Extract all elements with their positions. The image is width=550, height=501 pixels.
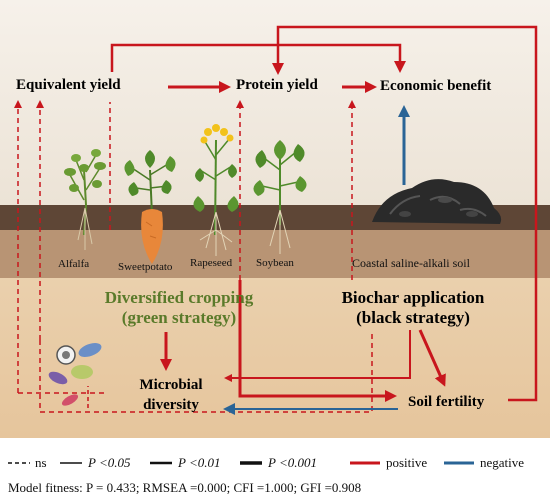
sweetpotato-plant bbox=[124, 150, 176, 264]
crop-label-soybean: Soybean bbox=[256, 257, 294, 269]
rapeseed-plant bbox=[193, 124, 239, 256]
microbial-diversity-label: Microbial diversity bbox=[126, 375, 216, 415]
economic-benefit-label: Economic benefit bbox=[380, 78, 492, 94]
biochar-application-label: Biochar application (black strategy) bbox=[328, 288, 498, 328]
microbe-illustration bbox=[48, 343, 102, 406]
sky-background bbox=[0, 0, 550, 205]
equivalent-yield-label: Equivalent yield bbox=[16, 77, 121, 93]
legend-p05-label: P <0.05 bbox=[88, 455, 131, 470]
arrow-equivalent-to-economic bbox=[110, 43, 406, 73]
diversified-line-1: Diversified cropping bbox=[104, 288, 254, 307]
protein-yield-label: Protein yield bbox=[236, 77, 318, 93]
arrow-biochar-to-soil bbox=[418, 329, 446, 387]
soybean-plant bbox=[253, 140, 307, 254]
legend-p001-label: P <0.001 bbox=[268, 455, 317, 470]
biochar-pile bbox=[372, 179, 502, 224]
arrow-soil-to-protein bbox=[272, 25, 538, 402]
diversified-line-2: (green strategy) bbox=[121, 308, 237, 327]
subsoil-layer bbox=[0, 230, 550, 278]
legend-positive-label: positive bbox=[386, 455, 428, 470]
model-fitness-text: Model fitness: P = 0.433; RMSEA =0.000; … bbox=[8, 480, 362, 495]
arrow-diversified-to-soil bbox=[238, 280, 397, 402]
legend-negative-label: negative bbox=[480, 455, 525, 470]
biochar-line-1: Biochar application bbox=[341, 288, 485, 307]
alfalfa-plant bbox=[64, 149, 106, 250]
crop-label-sweetpotato: Sweetpotato bbox=[118, 261, 173, 273]
arrow-biochar-to-equivalent bbox=[39, 330, 373, 413]
soil-type-label: Coastal saline-alkali soil bbox=[352, 256, 470, 270]
microbial-line-1: Microbial bbox=[139, 377, 203, 393]
legend-p01-label: P <0.01 bbox=[178, 455, 221, 470]
crop-label-rapeseed: Rapeseed bbox=[190, 257, 233, 269]
diversified-cropping-label: Diversified cropping (green strategy) bbox=[84, 288, 274, 328]
biochar-line-2: (black strategy) bbox=[356, 308, 470, 327]
microbial-line-2: diversity bbox=[143, 397, 199, 413]
legend-ns-label: ns bbox=[35, 455, 47, 470]
crop-label-alfalfa: Alfalfa bbox=[58, 258, 90, 270]
soil-fertility-label: Soil fertility bbox=[408, 394, 485, 410]
arrow-biochar-to-microbial bbox=[224, 330, 411, 382]
